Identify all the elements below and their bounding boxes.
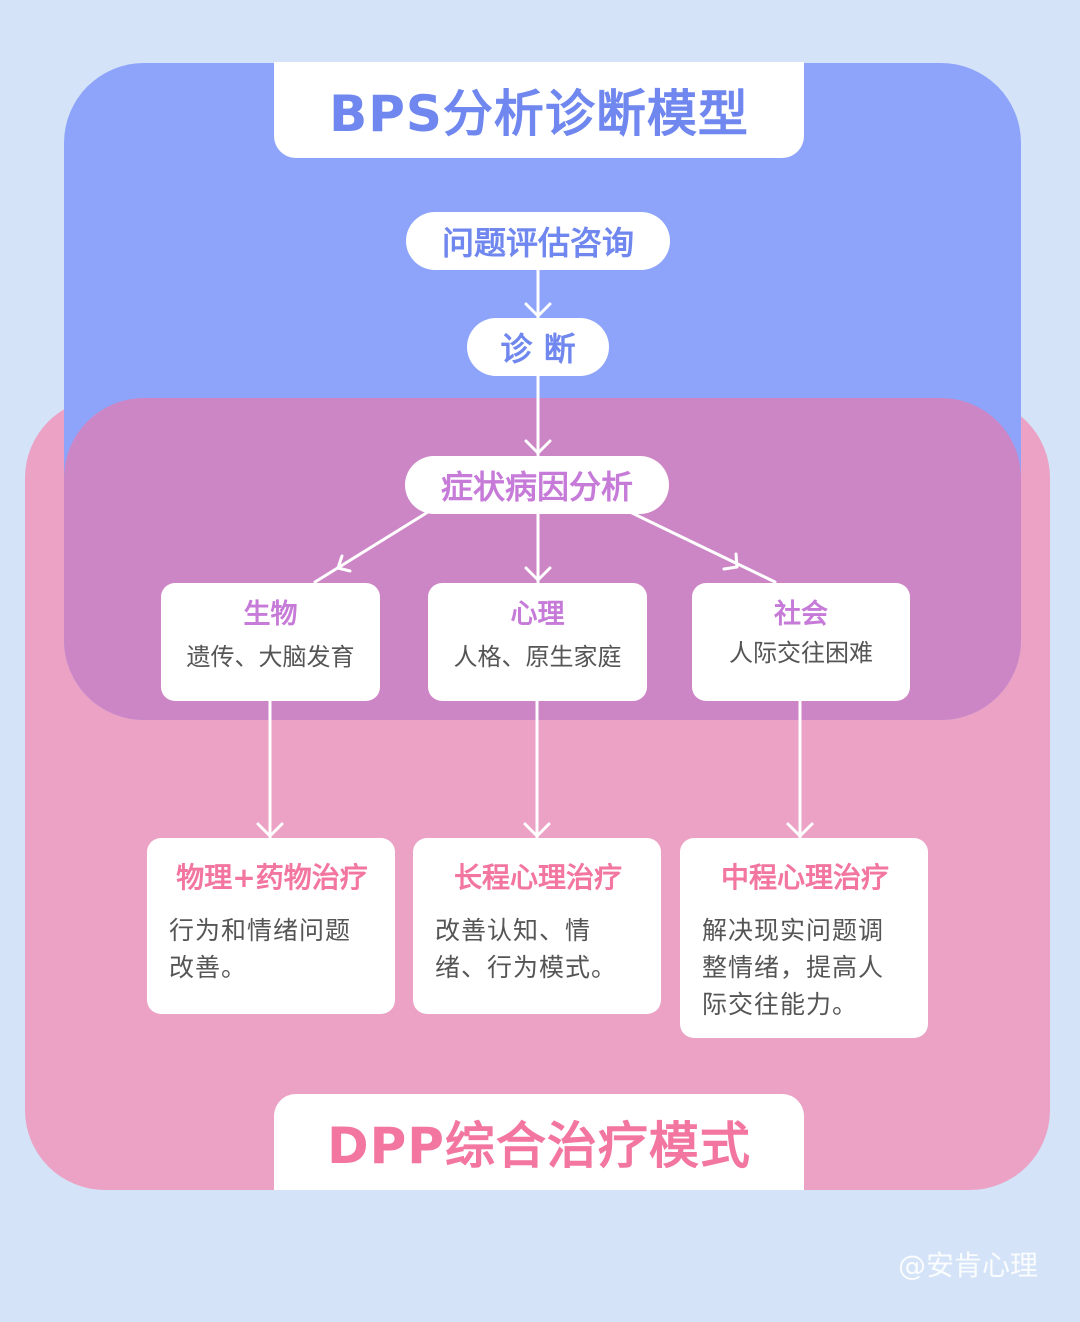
treatment-card-physical-medication: 物理+药物治疗 行为和情绪问题改善。: [147, 838, 395, 1014]
category-title: 生物: [243, 599, 298, 630]
category-card-psychological: 心理 人格、原生家庭: [428, 583, 647, 701]
flow-step-assessment: 问题评估咨询: [406, 212, 670, 270]
bps-title: BPS分析诊断模型: [274, 62, 804, 158]
category-title: 心理: [510, 599, 565, 630]
category-title: 社会: [774, 599, 828, 630]
dpp-title: DPP综合治疗模式: [274, 1094, 804, 1190]
category-desc: 遗传、大脑发育: [186, 643, 355, 671]
treatment-card-long-term: 长程心理治疗 改善认知、情绪、行为模式。: [413, 838, 661, 1014]
category-desc: 人格、原生家庭: [453, 643, 622, 671]
category-desc: 人际交往困难: [729, 639, 873, 667]
treatment-card-medium-term: 中程心理治疗 解决现实问题调整情绪，提高人际交往能力。: [680, 838, 928, 1038]
category-card-social: 社会 人际交往困难: [692, 583, 910, 701]
flow-step-diagnosis: 诊 断: [467, 318, 609, 376]
flow-step-analysis: 症状病因分析: [405, 456, 669, 514]
treatment-title: 长程心理治疗: [453, 861, 622, 894]
watermark: @安肯心理: [897, 1249, 1038, 1282]
treatment-title: 物理+药物治疗: [176, 861, 368, 894]
category-card-biological: 生物 遗传、大脑发育: [161, 583, 380, 701]
treatment-title: 中程心理治疗: [720, 861, 889, 894]
treatment-desc: 解决现实问题调整情绪，提高人际交往能力。: [702, 916, 885, 1019]
treatment-desc: 改善认知、情绪、行为模式。: [435, 916, 618, 982]
treatment-desc: 行为和情绪问题改善。: [169, 916, 352, 982]
